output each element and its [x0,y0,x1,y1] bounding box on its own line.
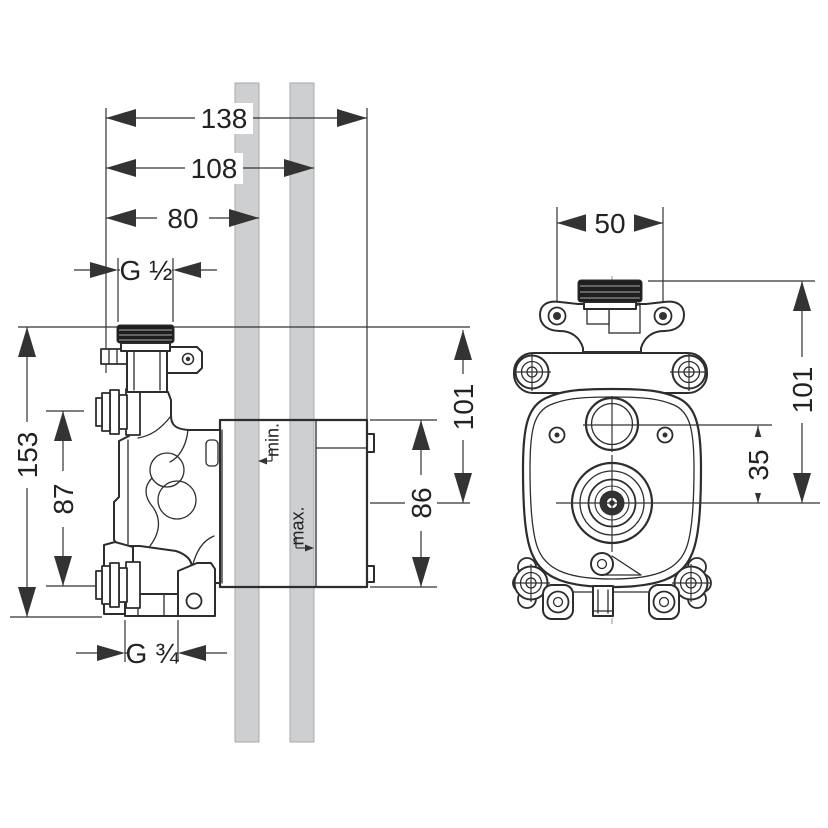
upper-port-fitting [95,388,141,436]
side-dimension-arrows [18,109,472,661]
wall-layer-front [234,82,260,743]
thread-g12-side [116,324,175,352]
bracket-screw-dot [185,356,191,362]
wall-layer-back [289,82,315,743]
thread-g12-front [577,279,643,310]
dim-138-label: 138 [201,103,248,134]
min-label: min. [262,423,282,457]
dim-86-label: 86 [406,487,437,518]
dim-101-front-label: 101 [787,367,818,414]
body-screw-holes [548,426,674,444]
bracket-side-block [586,308,610,325]
max-tick-arrow [305,544,314,552]
dim-g34-label: G ¾ [126,638,180,669]
side-extension-lines [10,108,470,662]
flush-box-top-tab [366,433,375,453]
bottom-mounting-wings [512,557,712,620]
dim-153-label: 153 [12,432,43,479]
crossbar-boss-crosshairs [513,353,708,391]
lower-port-fitting [95,561,141,609]
min-tick-arrow [258,457,267,465]
side-bracket-arm [165,346,203,374]
dim-87-label: 87 [48,483,79,514]
dim-101-side-label: 101 [448,384,479,431]
dim-80-label: 80 [167,203,198,234]
max-label: max. [287,506,307,545]
right-foot-hole [185,592,203,610]
dim-108-label: 108 [191,153,238,184]
bottom-outlet-marker [590,552,642,576]
valve-top-side [100,324,203,393]
front-dimension-labels: 50 101 35 [586,207,818,493]
dim-g12-label: G ½ [120,255,173,286]
plaster-depth-markers: min. max. [258,423,314,552]
dim-35-label: 35 [743,449,774,480]
dim-50-label: 50 [594,208,625,239]
side-view: min. max. 138 108 80 G ½ 153 87 101 86 G… [10,82,479,743]
side-pipe [126,349,168,393]
side-dimension-labels: 138 108 80 G ½ 153 87 101 86 G ¾ [11,103,479,669]
front-view: 50 101 35 [512,207,820,624]
body-inner-contour [529,396,695,580]
flush-box-bottom-tab [366,565,375,583]
front-crosshair-lines [556,396,820,552]
crossbar-mounting-rail [513,352,708,394]
bottom-tab [592,585,614,617]
bottom-boss-crosshairs [512,564,710,602]
